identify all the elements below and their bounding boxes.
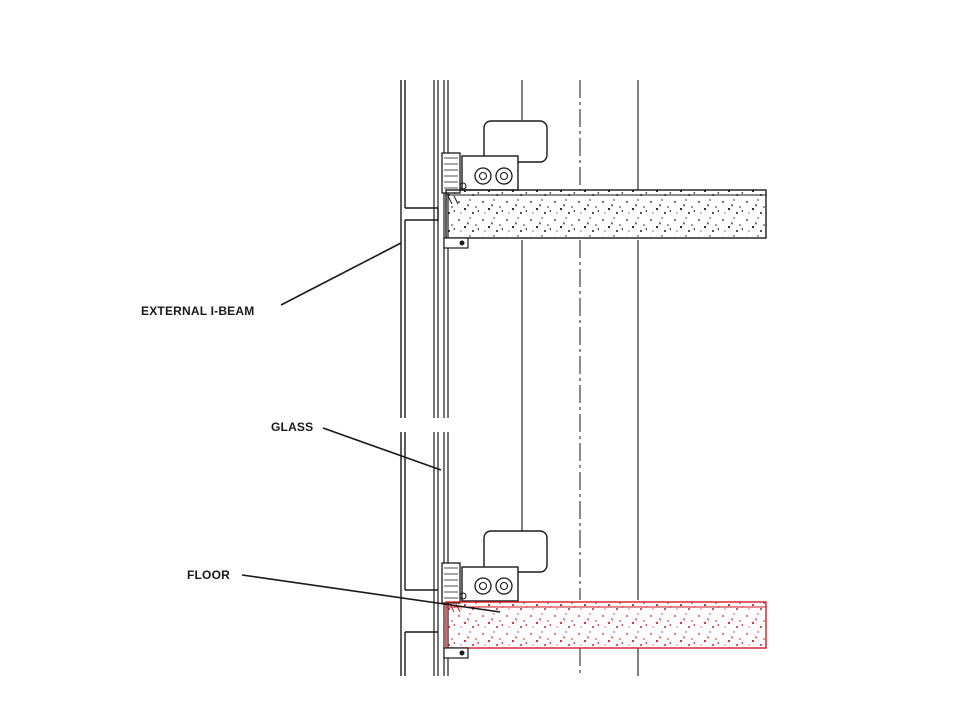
floor-label: FLOOR bbox=[187, 568, 230, 582]
leader-lines bbox=[241, 242, 501, 613]
floor-leader bbox=[241, 574, 501, 613]
lower-floor-assembly bbox=[441, 530, 767, 659]
ibeam-leader bbox=[280, 242, 402, 306]
glass-label: GLASS bbox=[271, 420, 314, 434]
column-grid bbox=[521, 80, 639, 676]
external-ibeam bbox=[400, 80, 439, 676]
glass-leader bbox=[322, 427, 442, 471]
upper-floor-assembly bbox=[441, 120, 767, 249]
external-ibeam-label: EXTERNAL I-BEAM bbox=[141, 304, 255, 318]
